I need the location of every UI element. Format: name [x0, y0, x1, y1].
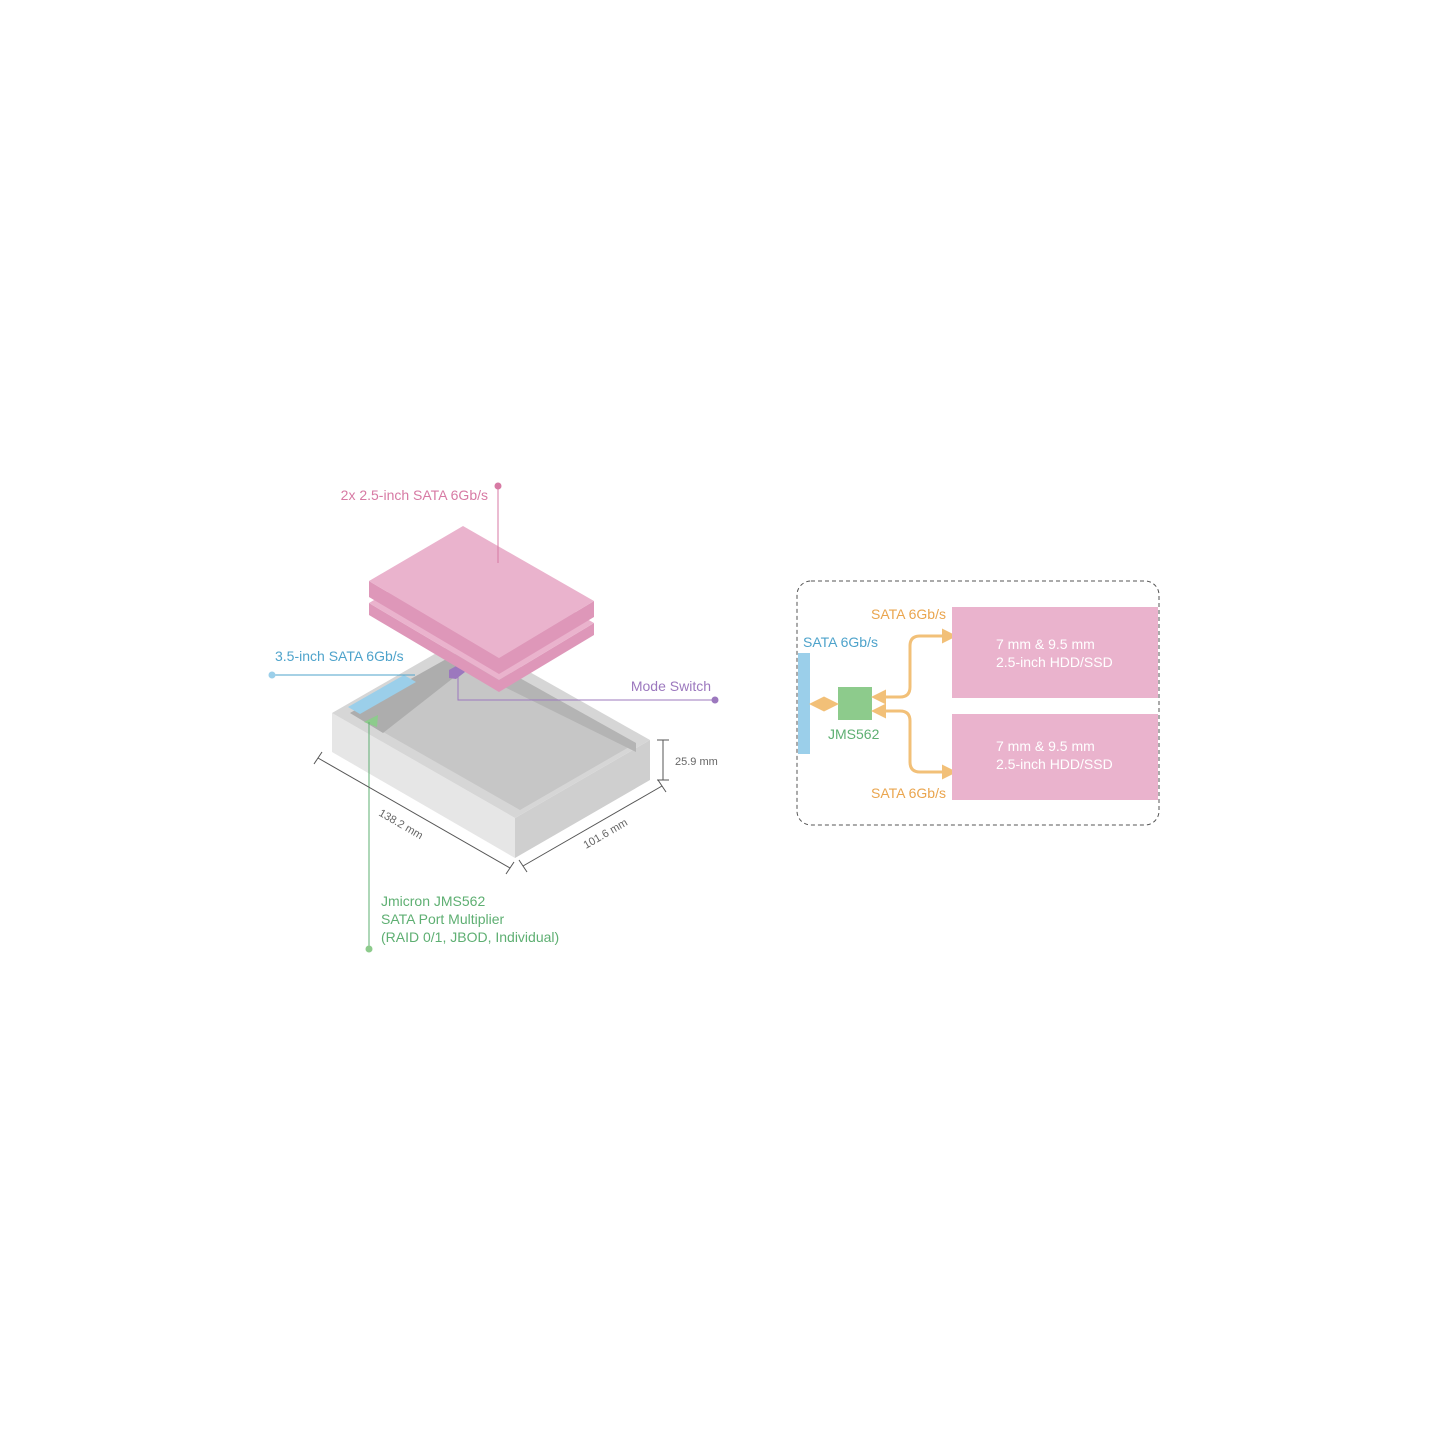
bottom-link-label: SATA 6Gb/s — [871, 785, 946, 801]
jms562-chip — [838, 687, 872, 720]
enclosure-left-face — [332, 713, 515, 858]
host-sata-bar — [798, 653, 810, 754]
block-diagram: SATA 6Gb/s JMS562 SATA 6Gb/s SATA 6Gb/s … — [796, 580, 1160, 826]
lower-drive-right — [499, 623, 594, 692]
controller-label: JMS562 — [828, 726, 880, 742]
callout-mode-switch: Mode Switch — [457, 672, 719, 704]
drive-stack — [369, 526, 594, 692]
controller-chip — [364, 715, 378, 727]
chip-top-drive-link — [871, 628, 957, 705]
enclosure-right-face — [515, 740, 650, 858]
host-sata-connector — [348, 675, 416, 714]
upper-drive-left — [369, 581, 499, 674]
controller-callout-line2: SATA Port Multiplier — [381, 911, 505, 927]
callout-controller: Jmicron JMS562 SATA Port Multiplier (RAI… — [365, 722, 559, 953]
controller-callout-line1: Jmicron JMS562 — [381, 893, 485, 909]
host-port-callout-label: 3.5-inch SATA 6Gb/s — [275, 648, 404, 664]
drives-callout-label: 2x 2.5-inch SATA 6Gb/s — [341, 487, 488, 503]
block-diagram-frame — [796, 580, 1160, 826]
drive-bottom-line2: 2.5-inch HDD/SSD — [996, 756, 1113, 772]
mode-switch-callout-label: Mode Switch — [631, 678, 711, 694]
drive-bottom-line1: 7 mm & 9.5 mm — [996, 738, 1095, 754]
dimension-height: 25.9 mm — [657, 739, 718, 781]
enclosure-cavity-wall-back — [350, 648, 466, 733]
upper-drive-top — [369, 526, 594, 658]
length-dimension-label: 138.2 mm — [377, 807, 425, 842]
upper-drive-right — [499, 601, 594, 674]
height-dimension-label: 25.9 mm — [675, 756, 718, 768]
top-link-label: SATA 6Gb/s — [871, 606, 946, 622]
chip-bottom-drive-link — [871, 703, 957, 780]
drive-box-bottom — [952, 714, 1158, 800]
drive-box-top — [952, 607, 1158, 698]
drive-top-line2: 2.5-inch HDD/SSD — [996, 654, 1113, 670]
controller-callout-line3: (RAID 0/1, JBOD, Individual) — [381, 929, 559, 945]
host-link-label: SATA 6Gb/s — [803, 634, 878, 650]
callout-host-port: 3.5-inch SATA 6Gb/s — [268, 648, 415, 679]
callout-drives: 2x 2.5-inch SATA 6Gb/s — [341, 482, 502, 563]
drive-top-line1: 7 mm & 9.5 mm — [996, 636, 1095, 652]
width-dimension-label: 101.6 mm — [582, 817, 630, 852]
lower-drive-left — [369, 603, 499, 692]
